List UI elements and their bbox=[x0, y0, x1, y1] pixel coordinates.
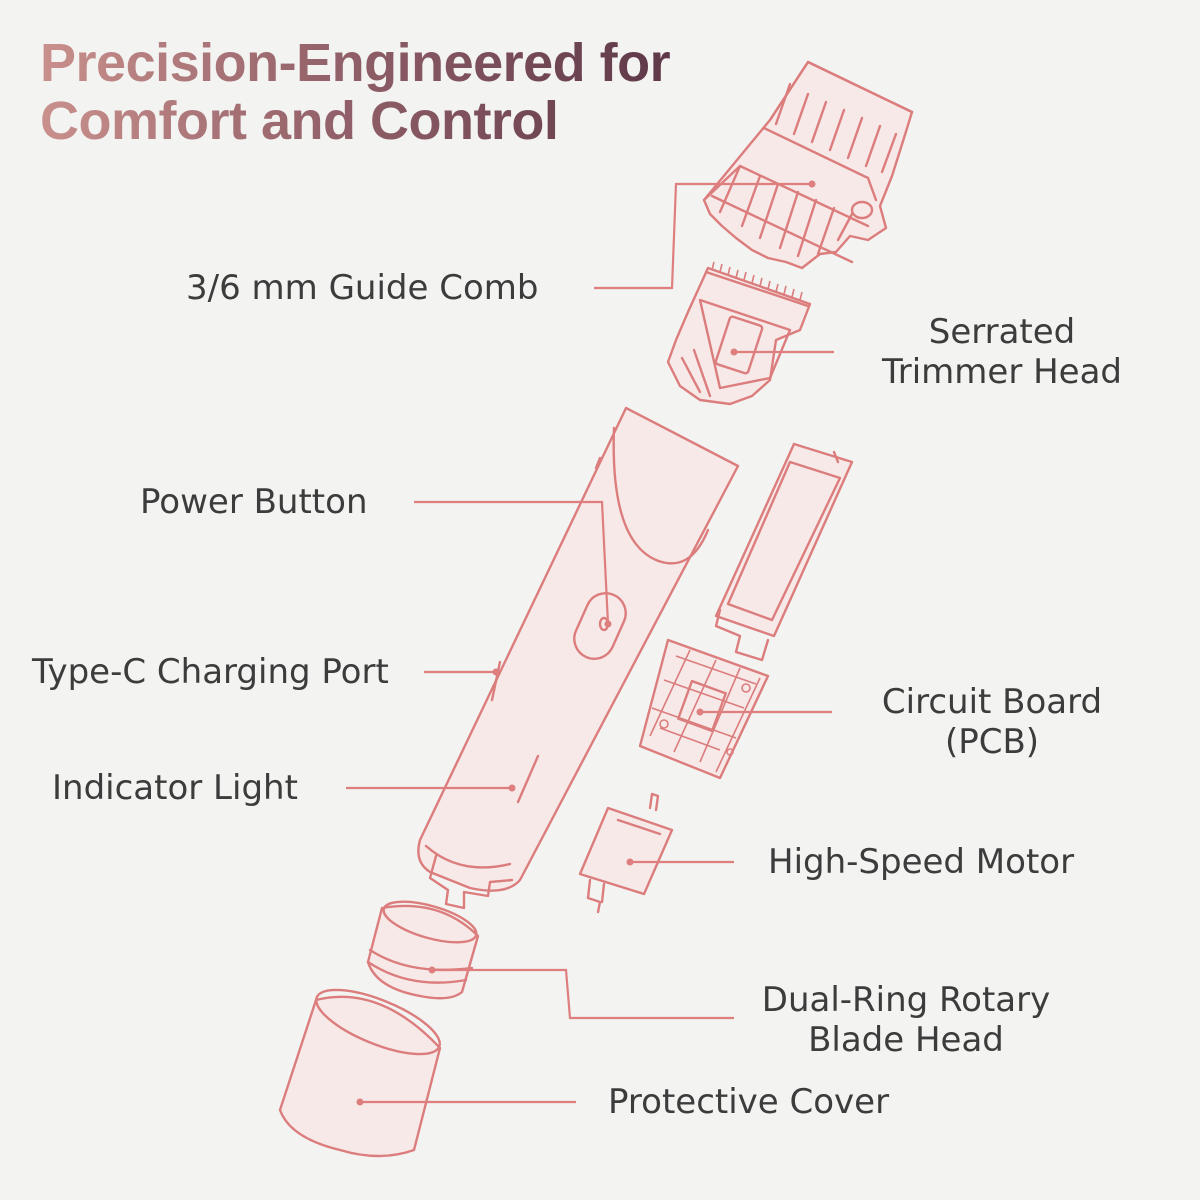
label-power-button: Power Button bbox=[140, 482, 368, 522]
rotary-head-illustration bbox=[366, 900, 480, 1000]
battery-illustration bbox=[714, 442, 854, 662]
label-motor: High-Speed Motor bbox=[768, 842, 1075, 882]
label-trimmer-head: Serrated Trimmer Head bbox=[876, 312, 1128, 392]
leader-lines bbox=[346, 180, 834, 1106]
guide-comb-illustration bbox=[702, 60, 914, 270]
circuit-board-illustration bbox=[638, 638, 770, 780]
protective-cover-illustration bbox=[278, 988, 442, 1158]
trimmer-head-illustration bbox=[666, 261, 812, 406]
label-circuit-board-line-1: Circuit Board bbox=[881, 682, 1103, 722]
label-trimmer-head-line-1: Serrated bbox=[928, 312, 1076, 352]
label-trimmer-head-line-2: Trimmer Head bbox=[881, 352, 1123, 392]
label-guide-comb: 3/6 mm Guide Comb bbox=[186, 268, 539, 308]
label-charging-port: Type-C Charging Port bbox=[32, 652, 389, 692]
trimmer-body-illustration bbox=[417, 406, 740, 910]
label-indicator-light: Indicator Light bbox=[52, 768, 298, 808]
label-rotary-head-line-2: Blade Head bbox=[808, 1020, 1004, 1060]
label-rotary-head-line-1: Dual-Ring Rotary bbox=[761, 980, 1051, 1020]
label-circuit-board-line-2: (PCB) bbox=[944, 722, 1040, 762]
label-cover: Protective Cover bbox=[608, 1082, 890, 1122]
motor-illustration bbox=[578, 792, 674, 914]
label-rotary-head: Dual-Ring Rotary Blade Head bbox=[752, 980, 1060, 1060]
label-circuit-board: Circuit Board (PCB) bbox=[872, 682, 1112, 762]
